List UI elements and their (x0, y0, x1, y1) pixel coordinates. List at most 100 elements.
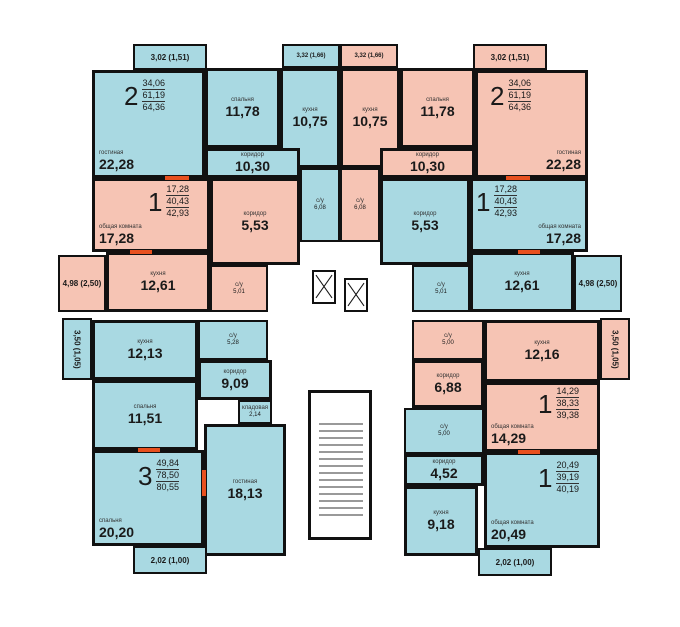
room-label: гостиная (232, 479, 258, 485)
balcony: 3,02 (1,51) (473, 44, 547, 70)
room-label: общая комната (491, 520, 534, 526)
room-label: кухня (433, 510, 449, 516)
room-area: 22,28 (99, 156, 135, 172)
room-label: гостиная (556, 150, 581, 156)
accent-wall-mark (518, 250, 540, 254)
balcony: 3,32 (1,66) (340, 44, 398, 68)
room-label: коридор (416, 152, 439, 158)
room-label: коридор (243, 210, 267, 217)
room-label: коридор (241, 152, 264, 158)
stair-step (319, 423, 363, 425)
stair-step (319, 479, 363, 481)
room-area: 12,61 (504, 277, 540, 293)
room-area: 11,78 (225, 103, 260, 119)
room-area: 3,02 (1,51) (150, 52, 190, 62)
room-area: 14,29 (491, 430, 527, 446)
apartment-area-value: 40,43 (494, 196, 517, 208)
stair-step (319, 444, 363, 446)
apartment-area-value: 64,36 (508, 102, 531, 112)
room-area: 3,50 (1,05) (72, 329, 82, 369)
room-area: 10,30 (234, 158, 271, 174)
room-area: 3,02 (1,51) (490, 52, 530, 62)
apartment-area-value: 14,29 (556, 386, 579, 398)
room-label: коридор (413, 210, 437, 217)
room-label: общая комната (538, 224, 581, 230)
stair-step (319, 451, 363, 453)
room-label: общая комната (491, 424, 534, 430)
balcony: 2,02 (1,00) (133, 546, 207, 574)
accent-wall-mark (165, 176, 189, 180)
apartment-room-count: 1 (538, 388, 553, 419)
room-area: 18,13 (227, 485, 263, 501)
apartment-room-count: 2 (124, 80, 139, 111)
room-area: 5,00 (438, 431, 450, 437)
stair-step (319, 500, 363, 502)
apartment-area-value: 42,93 (494, 208, 517, 218)
room-area: 10,30 (409, 158, 446, 174)
stair-step (319, 465, 363, 467)
apartment-area-value: 38,33 (556, 398, 579, 410)
apartment-area-value: 39,19 (556, 472, 579, 484)
elevator-icon (344, 278, 368, 312)
room-label: коридор (223, 369, 247, 375)
room-label: кладовая (241, 405, 269, 411)
balcony: 3,02 (1,51) (133, 44, 207, 70)
room-label: коридор (436, 373, 460, 379)
room-area: 12,16 (524, 346, 560, 362)
room-area: 5,53 (241, 216, 269, 233)
apartment-area-value: 78,50 (156, 470, 179, 482)
room-area: 12,13 (127, 345, 163, 361)
room-label: спальня (426, 97, 449, 103)
room-area: 17,28 (545, 230, 581, 246)
room-label: кухня (150, 271, 166, 277)
room-area: 22,28 (545, 156, 581, 172)
room-area: 4,52 (430, 465, 458, 481)
room-label: кухня (302, 107, 318, 113)
apartment-area-value: 49,84 (156, 458, 179, 470)
apartment-area-value: 80,55 (156, 482, 179, 492)
room-label: гостиная (99, 150, 124, 156)
accent-wall-mark (138, 448, 160, 452)
room-label: с/у (440, 424, 448, 430)
room-area: 5,01 (233, 288, 245, 295)
room-area: 4,98 (2,50) (62, 279, 102, 288)
accent-wall-mark (130, 250, 152, 254)
room-area: 6,08 (314, 205, 326, 211)
apartment-room-count: 1 (476, 186, 491, 217)
room-area: 3,50 (1,05) (610, 329, 620, 369)
room-area: 20,20 (99, 524, 135, 540)
accent-wall-mark (202, 470, 206, 496)
room-area: 10,75 (292, 113, 328, 129)
room-area: 2,14 (249, 412, 261, 418)
room-label: кухня (514, 271, 530, 277)
room-area: 9,09 (221, 375, 249, 391)
balcony: 3,32 (1,66) (282, 44, 340, 68)
room-area: 17,28 (99, 230, 135, 246)
room-area: 3,32 (1,66) (296, 52, 326, 59)
room-area: 4,98 (2,50) (578, 279, 618, 288)
room-label: кухня (362, 107, 378, 113)
